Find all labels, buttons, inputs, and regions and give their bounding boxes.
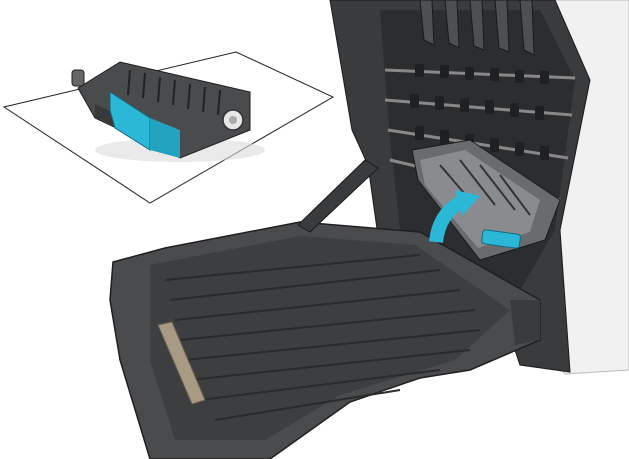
inset-panel — [2, 51, 335, 204]
blue-release-tab — [481, 229, 521, 249]
printer-chassis-icon — [329, 0, 629, 375]
arrow-up-curved-icon — [429, 190, 480, 244]
door-side-strip — [157, 321, 206, 405]
open-side-door-icon — [109, 159, 541, 459]
duplex-module-icon — [71, 61, 251, 159]
duplex-module-installed — [411, 139, 561, 261]
door-ribs — [164, 254, 481, 421]
